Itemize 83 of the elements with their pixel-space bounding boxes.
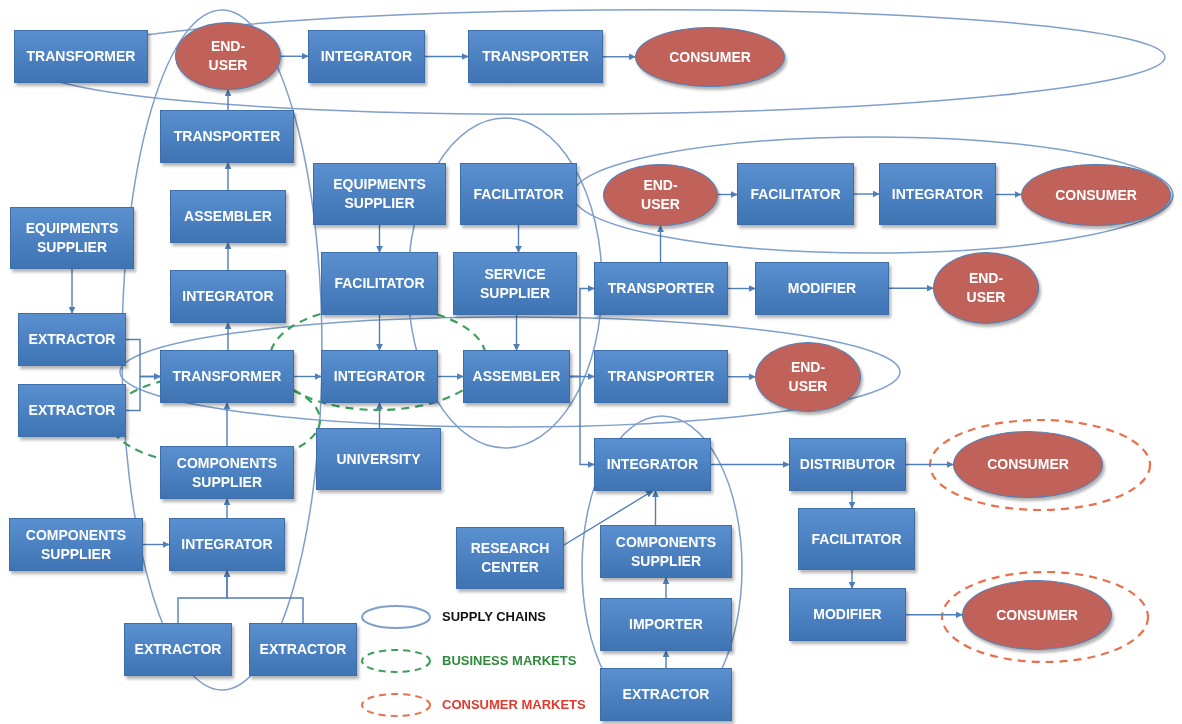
arrow <box>437 373 464 380</box>
arrow <box>853 190 880 198</box>
role-box: RESEARCH CENTER <box>456 527 564 589</box>
arrow <box>515 224 522 253</box>
arrow <box>848 490 856 509</box>
arrow <box>513 314 520 351</box>
role-box: FACILITATOR <box>798 508 915 570</box>
arrow <box>995 191 1022 198</box>
role-box: INTEGRATOR <box>169 518 285 571</box>
role-box: COMPONENTS SUPPLIER <box>160 446 294 499</box>
role-box: INTEGRATOR <box>170 270 286 323</box>
role-ellipse: CONSUMER <box>953 431 1103 498</box>
arrow <box>125 373 161 412</box>
role-box: EXTRACTOR <box>249 623 357 676</box>
role-box: MODIFIER <box>755 262 889 315</box>
arrow <box>657 225 664 263</box>
role-box: TRANSFORMER <box>160 350 294 403</box>
role-ellipse: CONSUMER <box>635 27 785 87</box>
role-ellipse: END-USER <box>933 252 1039 324</box>
role-box: ASSEMBLER <box>170 190 286 243</box>
arrow <box>652 490 659 526</box>
role-box: MODIFIER <box>789 588 906 641</box>
role-box: TRANSPORTER <box>594 350 728 403</box>
role-box: TRANSFORMER <box>14 30 148 83</box>
arrow <box>424 53 469 60</box>
role-box: INTEGRATOR <box>308 30 425 83</box>
arrow <box>888 284 934 292</box>
role-ellipse: CONSUMER <box>962 580 1112 650</box>
role-box: COMPONENTS SUPPLIER <box>600 525 732 578</box>
arrow <box>602 53 636 61</box>
arrow <box>293 373 322 380</box>
role-box: EXTRACTOR <box>124 623 232 676</box>
arrow <box>223 402 231 447</box>
role-box: EQUIPMENTS SUPPLIER <box>313 163 446 225</box>
arrow <box>569 375 595 468</box>
arrow <box>727 373 756 381</box>
legend-label: SUPPLY CHAINS <box>442 609 547 624</box>
role-box: IMPORTER <box>600 598 732 651</box>
role-box: INTEGRATOR <box>879 163 996 225</box>
arrow <box>224 162 232 191</box>
arrow <box>224 322 232 351</box>
legend-label: CONSUMER MARKETS <box>442 697 586 712</box>
role-box: TRANSPORTER <box>468 30 603 83</box>
arrow <box>717 191 738 198</box>
arrow <box>376 224 383 253</box>
arrow <box>848 569 856 589</box>
arrow <box>662 650 670 669</box>
role-box: EXTRACTOR <box>18 313 126 366</box>
role-box: UNIVERSITY <box>316 428 441 490</box>
arrow <box>376 314 383 351</box>
role-ellipse: END-USER <box>603 164 718 226</box>
role-box: EXTRACTOR <box>600 668 732 721</box>
role-ellipse: CONSUMER <box>1021 164 1171 226</box>
arrow <box>376 402 383 429</box>
role-box: ASSEMBLER <box>463 350 570 403</box>
arrow <box>710 461 790 468</box>
role-box: FACILITATOR <box>737 163 854 225</box>
role-box: TRANSPORTER <box>594 262 728 315</box>
role-box: TRANSPORTER <box>160 110 294 163</box>
role-box: INTEGRATOR <box>321 350 438 403</box>
role-box: COMPONENTS SUPPLIER <box>9 518 143 571</box>
arrow <box>223 498 231 519</box>
arrow <box>905 461 954 468</box>
arrow <box>563 490 654 546</box>
role-box: FACILITATOR <box>321 252 438 315</box>
arrow <box>662 577 670 599</box>
role-box: INTEGRATOR <box>594 438 711 491</box>
role-box: SERVICE SUPPLIER <box>453 252 577 315</box>
arrow <box>905 611 963 619</box>
role-box: EQUIPMENTS SUPPLIER <box>10 207 134 269</box>
arrow <box>223 570 304 624</box>
legend-label: BUSINESS MARKETS <box>442 653 577 668</box>
arrow <box>68 268 76 314</box>
role-box: DISTRIBUTOR <box>789 438 906 491</box>
arrow <box>727 285 756 292</box>
arrow <box>280 52 309 60</box>
role-box: FACILITATOR <box>460 163 577 225</box>
arrow <box>224 242 232 271</box>
role-box: EXTRACTOR <box>18 384 126 437</box>
role-ellipse: END-USER <box>755 342 861 412</box>
arrow <box>224 89 232 111</box>
role-ellipse: END-USER <box>175 22 281 90</box>
arrow <box>142 541 170 548</box>
